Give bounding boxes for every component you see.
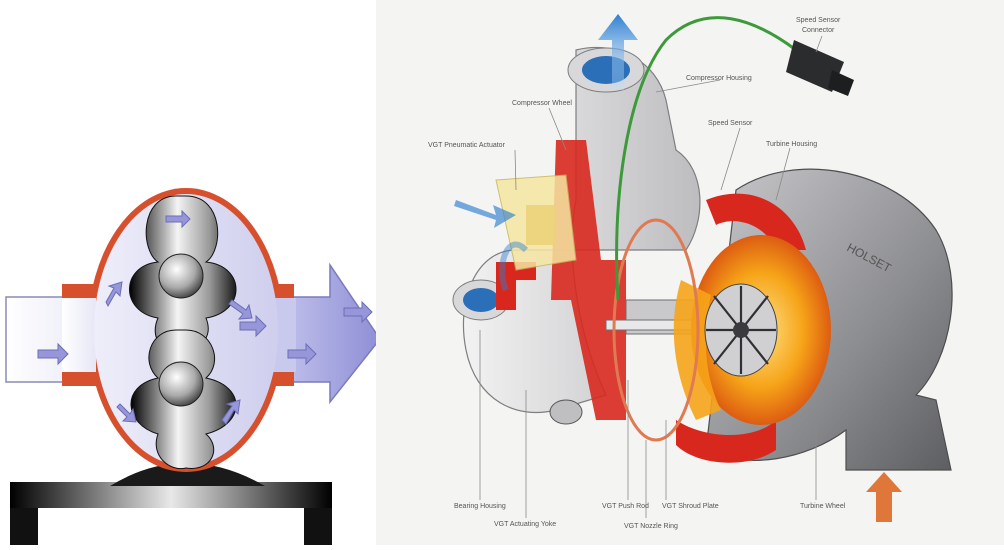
label-speed-sensor-connector: Speed Sensor <box>796 17 841 24</box>
label-speed-sensor: Speed Sensor <box>708 120 753 127</box>
speed-sensor-connector <box>786 40 854 96</box>
label-bearing-housing: Bearing Housing <box>454 503 506 510</box>
turbine-wheel <box>705 284 777 376</box>
label-turbine-housing: Turbine Housing <box>766 141 817 148</box>
label-vgt-actuating-yoke: VGT Actuating Yoke <box>494 521 556 528</box>
label-vgt-shroud-plate: VGT Shroud Plate <box>662 503 719 510</box>
vgt-actuating-yoke-disc <box>550 400 582 424</box>
turbocharger-cutaway-diagram: HOLSET <box>376 0 1004 545</box>
lobe-pump-diagram <box>0 0 380 545</box>
label-compressor-wheel: Compressor Wheel <box>512 100 572 107</box>
label-compressor-housing: Compressor Housing <box>686 75 752 82</box>
label-turbine-wheel: Turbine Wheel <box>800 503 846 510</box>
label-vgt-push-rod: VGT Push Rod <box>602 503 649 510</box>
exhaust-inlet-arrow-icon <box>866 472 902 522</box>
label-speed-sensor-connector-line2: Connector <box>802 27 835 34</box>
label-vgt-nozzle-ring: VGT Nozzle Ring <box>624 523 678 530</box>
label-vgt-pneumatic-actuator: VGT Pneumatic Actuator <box>428 142 506 149</box>
compressor-outlet <box>463 288 499 312</box>
